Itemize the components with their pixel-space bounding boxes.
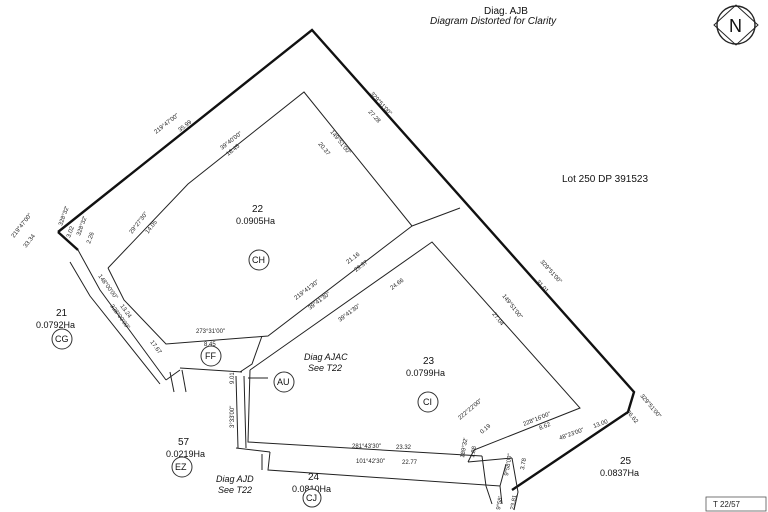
- dim-9-distance: 27.04: [490, 312, 504, 328]
- dim-11-bearing: 148°00'00": [96, 274, 118, 301]
- dim-17-bearing: 3°33'00": [230, 406, 236, 428]
- lot-250-label: Lot 250 DP 391523: [562, 174, 648, 185]
- sheet-ref-box: [705, 496, 767, 512]
- lot-57-area: 0.0219Ha: [166, 449, 205, 459]
- diagram-label: Diag. AJB: [484, 6, 528, 17]
- lot-57-code-circle: [171, 456, 193, 478]
- au-marker-circle: [273, 371, 295, 393]
- dim-25-bearing: 9°58'00": [504, 453, 514, 476]
- lot-24-code: CJ: [306, 493, 317, 503]
- lot-23-area: 0.0799Ha: [406, 368, 445, 378]
- dim-21-distance: 1.88: [470, 445, 478, 458]
- lot-21-code-circle: [51, 328, 73, 350]
- dim-21-bearing: 189°32': [460, 437, 469, 458]
- lot-23-code: CI: [423, 397, 432, 407]
- ref-ajac-line2: See T22: [308, 363, 342, 373]
- dim-1-bearing: 219°47'00": [154, 113, 181, 136]
- dim-6-bearing: 39°41'30": [308, 291, 332, 311]
- dim-2-distance: 27.28: [367, 109, 382, 125]
- lot-22-code-circle: [248, 249, 270, 271]
- right-of-way-lines: [235, 335, 519, 511]
- dim-20-bearing: 222°22'00": [457, 398, 483, 421]
- dim-14-distance: 33.34: [23, 233, 37, 249]
- dim-19-distance: 22.77: [402, 460, 418, 466]
- dim-8-bearing: 329°51'00": [539, 259, 563, 285]
- dim-24-distance: 26.62: [624, 409, 639, 425]
- dim-9-bearing: 149°51'00": [500, 294, 523, 321]
- lot-24-boundary: [267, 451, 507, 505]
- ref-ajac-line1: Diag AJAC: [304, 352, 348, 362]
- dim-22-distance: 8.62: [539, 422, 553, 432]
- dim-26-bearing: 9°58': [496, 496, 504, 510]
- lot-57-code: EZ: [175, 462, 187, 472]
- dim-19-bearing: 101°42'30": [356, 459, 385, 465]
- dim-6-distance: 29.37: [354, 259, 370, 273]
- dim-20-distance: 0.19: [479, 423, 492, 436]
- dim-10-distance: 14.05: [145, 219, 159, 235]
- lot-23-number: 23: [423, 356, 435, 367]
- lot-21-boundary: [69, 249, 243, 393]
- dim-15-distance: 3.02: [66, 225, 76, 239]
- ff-marker-label: FF: [205, 351, 216, 361]
- dim-17-distance: 9.01: [230, 372, 236, 384]
- dim-24-bearing: 329°51'00": [638, 393, 661, 419]
- dim-7-distance: 24.66: [390, 277, 406, 291]
- lot-22-code: CH: [252, 255, 265, 265]
- lot-21-code: CG: [55, 334, 69, 344]
- dim-25-distance: 3.78: [520, 457, 528, 470]
- ref-ajd-line2: See T22: [218, 485, 252, 495]
- dim-4-distance: 20.37: [316, 141, 331, 157]
- lot-22-area: 0.0905Ha: [236, 216, 275, 226]
- diagram-subtitle: Diagram Distorted for Clarity: [430, 16, 557, 27]
- lot-24-number: 24: [308, 472, 320, 483]
- lot-23-boundary: [247, 241, 581, 463]
- sheet-ref: T 22/57: [713, 500, 741, 509]
- dim-16-bearing: 328°32': [76, 216, 89, 237]
- lot-57-number: 57: [178, 437, 190, 448]
- lot-22-boundary: [107, 91, 461, 345]
- lot-21-number: 21: [56, 308, 68, 319]
- dim-23-distance: 13.00: [593, 419, 610, 430]
- lot-24-code-circle: [302, 488, 322, 508]
- lot-22-number: 22: [252, 204, 264, 215]
- dim-12-distance: 17.67: [148, 340, 162, 356]
- lot-23-code-circle: [417, 391, 439, 413]
- parent-boundary: [57, 28, 636, 491]
- lot-25-area: 0.0837Ha: [600, 468, 639, 478]
- lot-21-area: 0.0792Ha: [36, 320, 75, 330]
- dim-13-bearing: 273°31'00": [196, 329, 225, 335]
- dim-13-distance: 8.45: [204, 342, 216, 348]
- ff-marker-circle: [200, 345, 222, 367]
- dim-26-distance: 23.81: [510, 494, 519, 510]
- north-arrow-icon: N: [713, 4, 759, 46]
- dim-18-bearing: 281°43'30": [352, 444, 381, 450]
- dim-4-bearing: 149°51'00": [328, 129, 351, 155]
- dim-18-distance: 23.32: [396, 445, 412, 451]
- north-letter: N: [729, 16, 742, 36]
- dim-5-bearing: 219°41'30": [294, 279, 321, 301]
- au-marker-label: AU: [277, 377, 290, 387]
- lot-25-number: 25: [620, 456, 632, 467]
- ref-ajd-line1: Diag AJD: [216, 474, 254, 484]
- dim-16-distance: 2.26: [86, 231, 96, 245]
- dim-23-bearing: 48°23'00": [559, 427, 585, 441]
